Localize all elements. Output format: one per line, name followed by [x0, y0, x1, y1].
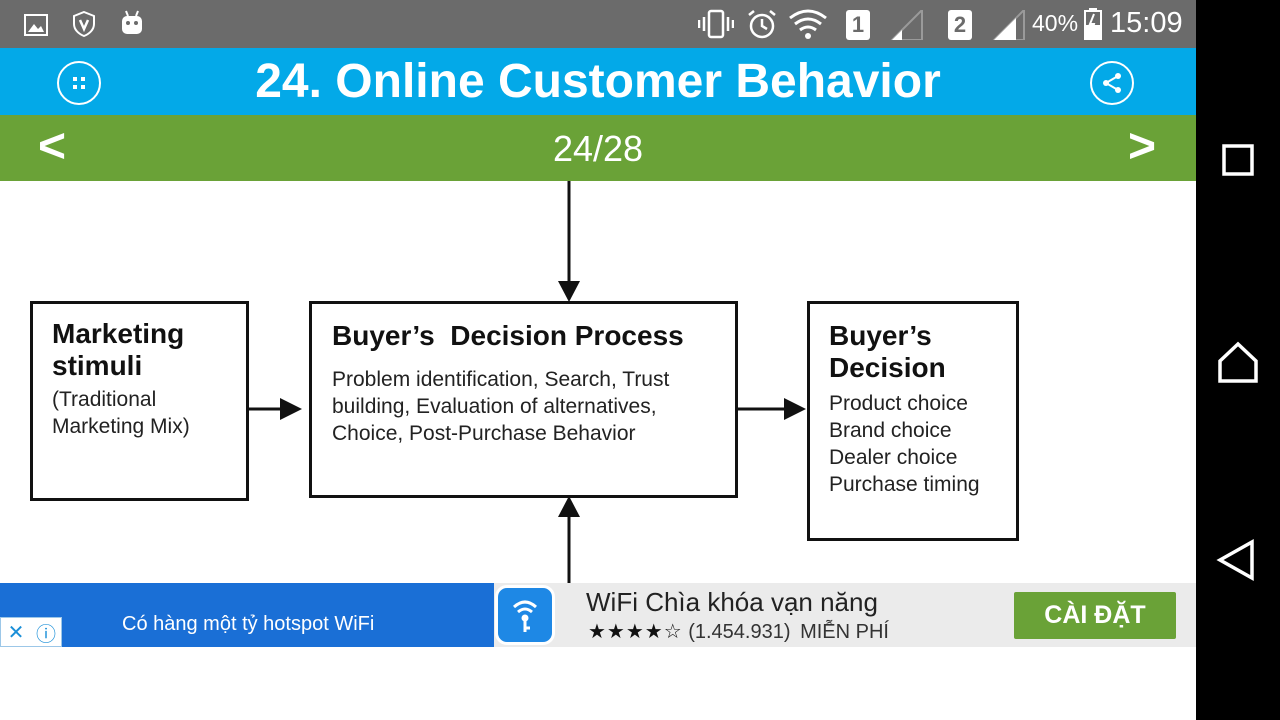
- wifi-icon: [789, 9, 827, 39]
- status-bar: 1 2 40% 15:09: [0, 0, 1196, 48]
- decision-process-box: Buyer’s Decision Process Problem identif…: [309, 301, 738, 498]
- wifi-app-icon[interactable]: [495, 585, 555, 645]
- previous-button[interactable]: <: [38, 120, 67, 173]
- android-icon: [122, 10, 142, 34]
- decision-item: Purchase timing: [829, 473, 980, 496]
- page-counter: 24/28: [552, 128, 644, 169]
- marketing-stimuli-box: Marketing stimuli (Traditional Marketing…: [30, 301, 249, 501]
- wifi-key-icon: [512, 600, 538, 632]
- sim2-icon: 2: [948, 10, 972, 40]
- diagram-arrows: [248, 181, 806, 583]
- install-button[interactable]: CÀI ĐẶT: [1014, 592, 1176, 639]
- decision-item: Dealer choice: [829, 446, 958, 469]
- gallery-icon: [24, 14, 48, 36]
- signal-icon: [890, 10, 923, 40]
- pager-bar: < 24/28 >: [0, 115, 1196, 181]
- menu-button[interactable]: [57, 61, 101, 105]
- slide-image: Marketing stimuli (Traditional Marketing…: [0, 181, 1196, 583]
- decision-item: Product choice: [829, 392, 968, 415]
- ad-rating: ★★★★☆ (1.454.931) MIỄN PHÍ: [588, 619, 889, 644]
- home-button[interactable]: [1216, 340, 1260, 384]
- navigation-bar: [1196, 0, 1280, 720]
- ad-choices: ✕ ⓘ: [0, 617, 62, 647]
- battery-icon: [1084, 8, 1102, 40]
- recent-apps-button[interactable]: [1216, 138, 1260, 182]
- ad-info-button[interactable]: ⓘ: [36, 623, 56, 646]
- back-button[interactable]: [1216, 538, 1260, 582]
- page-title: 24. Online Customer Behavior: [255, 55, 941, 108]
- vibrate-icon: [698, 9, 734, 39]
- marketing-stimuli-heading: Marketing stimuli: [52, 318, 185, 381]
- rating-count: (1.454.931): [688, 621, 791, 643]
- shield-icon: [73, 11, 95, 37]
- grid-icon: [73, 77, 85, 89]
- price-label: MIỄN PHÍ: [800, 621, 889, 643]
- ad-banner[interactable]: Có hàng một tỷ hotspot WiFi ✕ ⓘ WiFi Chì…: [0, 583, 1196, 647]
- buyers-decision-heading: Buyer’s Decision: [829, 320, 946, 383]
- ad-close-button[interactable]: ✕: [7, 621, 25, 644]
- next-button[interactable]: >: [1128, 120, 1157, 173]
- ad-app-name: WiFi Chìa khóa vạn năng: [586, 587, 878, 617]
- sim1-icon: 1: [846, 10, 870, 40]
- star-rating: ★★★★☆: [588, 621, 683, 643]
- battery-percent: 40%: [1032, 10, 1079, 36]
- signal-icon: [992, 10, 1025, 40]
- decision-process-heading: Buyer’s Decision Process: [332, 320, 684, 351]
- decision-item: Brand choice: [829, 419, 952, 442]
- marketing-stimuli-body: (Traditional Marketing Mix): [52, 388, 190, 438]
- title-bar: 24. Online Customer Behavior: [0, 48, 1196, 115]
- share-button[interactable]: [1090, 61, 1134, 105]
- alarm-icon: [748, 10, 776, 39]
- share-icon: [1103, 73, 1121, 93]
- decision-process-body: Problem identification, Search, Trust bu…: [332, 368, 670, 445]
- buyers-decision-box: Buyer’s Decision Product choice Brand ch…: [807, 301, 1019, 541]
- buyers-decision-list: Product choice Brand choice Dealer choic…: [829, 390, 1008, 498]
- clock: 15:09: [1110, 7, 1183, 39]
- ad-description: Có hàng một tỷ hotspot WiFi: [122, 613, 375, 635]
- ad-creative[interactable]: Có hàng một tỷ hotspot WiFi ✕ ⓘ: [0, 583, 494, 647]
